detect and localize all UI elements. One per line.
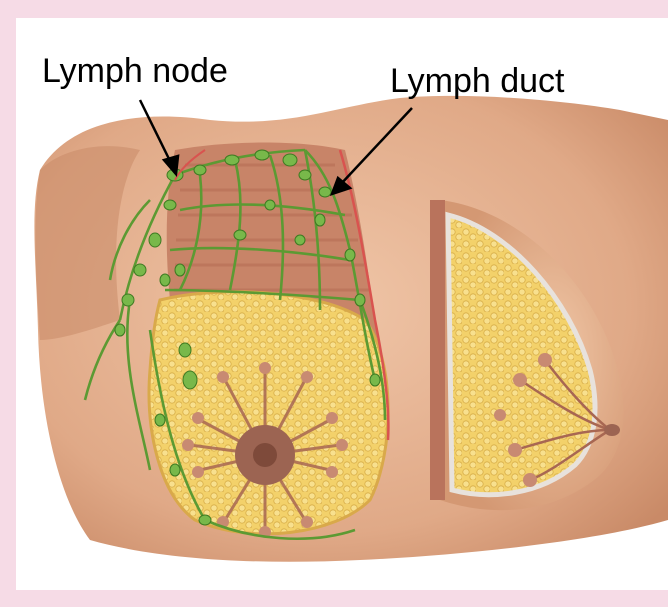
nipple-profile — [604, 424, 620, 436]
mammary-gland — [149, 292, 388, 538]
lymph-node-label: Lymph node — [42, 54, 228, 88]
nipple — [253, 443, 277, 467]
chest-wall-muscle — [430, 200, 445, 500]
lymph-duct-label: Lymph duct — [390, 64, 565, 98]
